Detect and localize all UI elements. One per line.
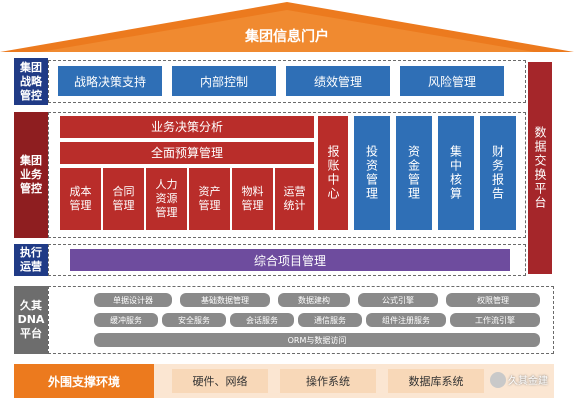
business-band <box>48 112 526 238</box>
business-label: 集团 业务 管控 <box>14 112 48 238</box>
dna-service: 组件注册服务 <box>366 313 446 327</box>
data-exchange-platform: 数据交换平台 <box>528 62 552 274</box>
watermark-text: 久其金建 <box>508 376 548 387</box>
business-module: 成本 管理 <box>60 168 101 230</box>
dna-service: 缓冲服务 <box>94 313 158 327</box>
strategy-item: 战略决策支持 <box>58 66 162 96</box>
reimbursement-center: 报账中心 <box>318 116 348 230</box>
business-decision-analysis: 业务决策分析 <box>60 116 314 138</box>
dna-band <box>48 286 554 354</box>
watermark-logo-icon <box>490 372 506 388</box>
dna-service: 权限管理 <box>446 293 540 307</box>
execution-band <box>48 244 526 276</box>
dna-service: 公式引擎 <box>358 293 438 307</box>
business-module: 合同 管理 <box>103 168 144 230</box>
business-module: 运营 统计 <box>275 168 314 230</box>
dna-service: 基础数据管理 <box>180 293 270 307</box>
business-module: 物料 管理 <box>232 168 273 230</box>
business-module: 人力 资源 管理 <box>146 168 187 230</box>
finance-column: 集中核算 <box>438 116 474 230</box>
external-item: 硬件、网络 <box>172 369 268 393</box>
external-item: 操作系统 <box>280 369 376 393</box>
strategy-label: 集团 战略 管控 <box>14 58 48 105</box>
external-label: 外围支撑环境 <box>14 364 154 398</box>
dna-service: 数据建构 <box>278 293 350 307</box>
dna-label: 久其 DNA 平台 <box>14 286 48 354</box>
dna-service: 通信服务 <box>298 313 362 327</box>
portal-roof <box>0 2 574 52</box>
dna-service: 安全服务 <box>162 313 226 327</box>
finance-column: 财务报告 <box>480 116 516 230</box>
strategy-band <box>48 60 526 103</box>
strategy-item: 风险管理 <box>400 66 504 96</box>
strategy-item: 内部控制 <box>172 66 276 96</box>
budget-management: 全面预算管理 <box>60 142 314 164</box>
portal-title: 集团信息门户 <box>245 29 329 45</box>
finance-column: 投资管理 <box>354 116 390 230</box>
dna-service: 会话服务 <box>230 313 294 327</box>
execution-label: 执行 运营 <box>14 244 48 276</box>
external-item: 数据库系统 <box>388 369 484 393</box>
business-module: 资产 管理 <box>189 168 230 230</box>
orm-data-access: ORM与数据访问 <box>94 333 540 347</box>
strategy-item: 绩效管理 <box>286 66 390 96</box>
finance-column: 资金管理 <box>396 116 432 230</box>
dna-service: 工作流引擎 <box>450 313 540 327</box>
project-management: 综合项目管理 <box>70 249 510 271</box>
dna-service: 单据设计器 <box>94 293 172 307</box>
